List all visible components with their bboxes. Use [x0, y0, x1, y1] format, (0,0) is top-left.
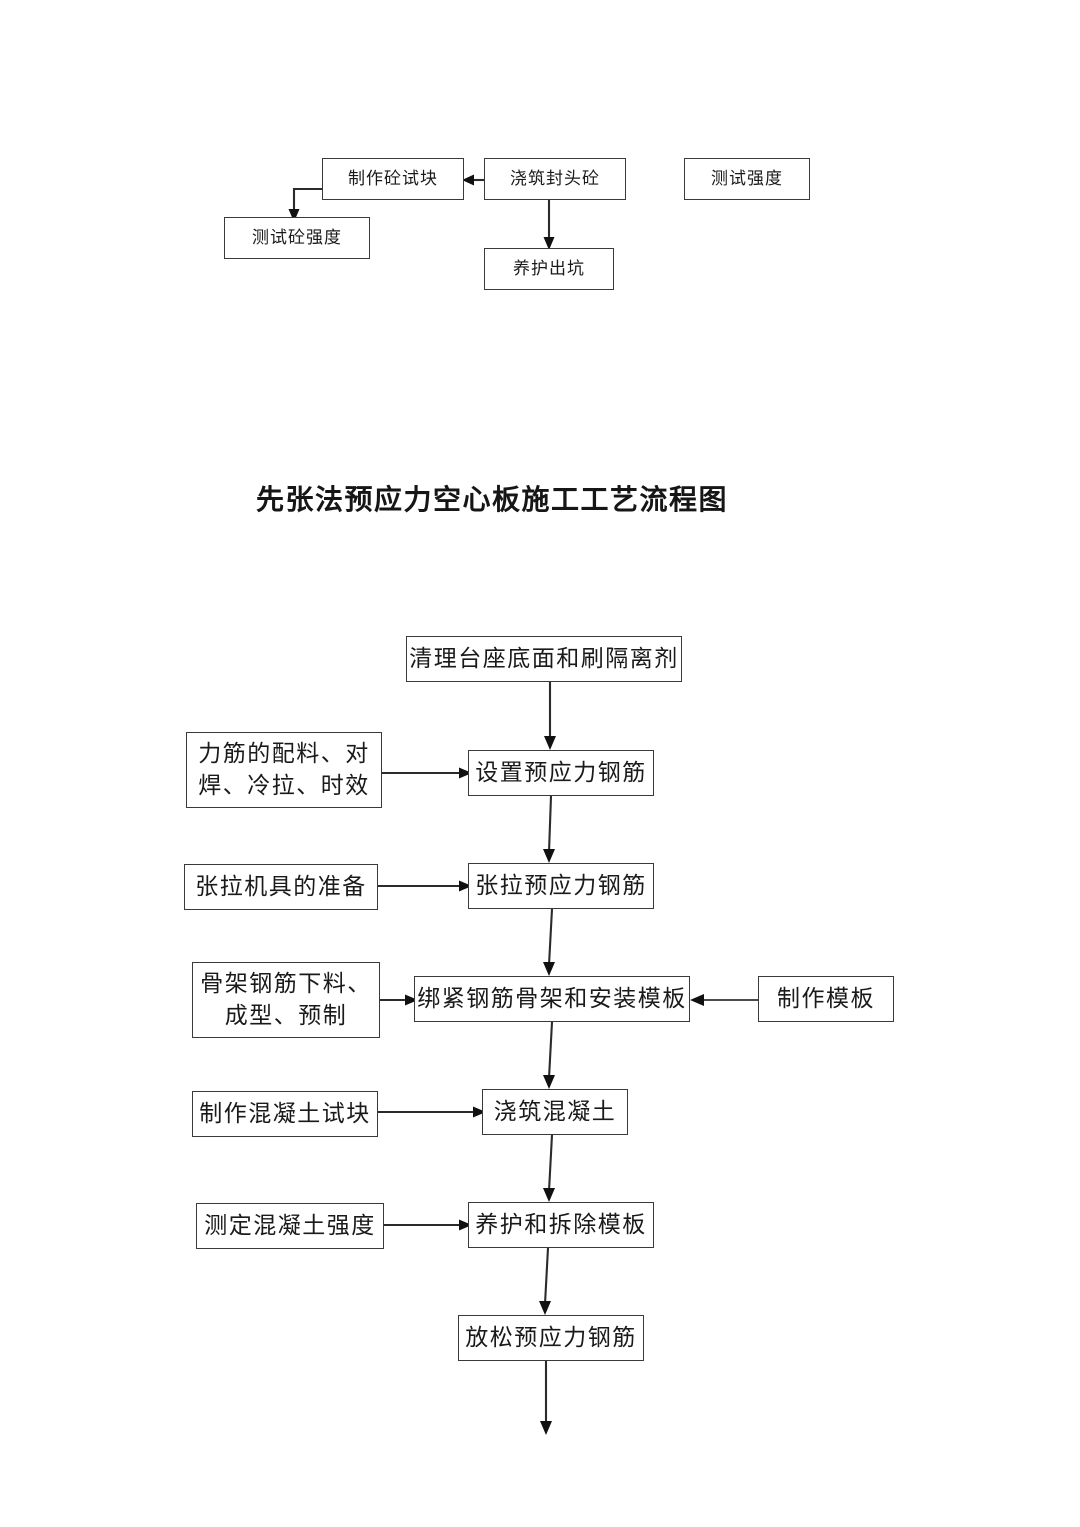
node-make-formwork: 制作模板 [758, 976, 894, 1022]
edge-make-formwork-to-tie-cage [688, 988, 760, 1012]
node-tension-equipment-prep: 张拉机具的准备 [184, 864, 378, 910]
edge-tension-to-tie-cage [538, 908, 564, 978]
edge-cure-to-release-rebar [534, 1247, 560, 1317]
edge-measure-strength-to-cure [384, 1213, 474, 1237]
node-tension-prestressed-rebar: 张拉预应力钢筋 [468, 863, 654, 909]
node-measure-concrete-strength: 测定混凝土强度 [196, 1203, 384, 1249]
edge-pour-to-curing-out-of-pit [538, 198, 562, 252]
node-pour-concrete: 浇筑混凝土 [482, 1089, 628, 1135]
edge-cage-cutting-to-tie-cage [380, 988, 420, 1012]
node-tie-rebar-cage-install-formwork: 绑紧钢筋骨架和安装模板 [414, 976, 690, 1022]
node-pour-end-sealing-concrete: 浇筑封头砼 [484, 158, 626, 200]
edge-make-sample-to-pour-concrete [378, 1100, 488, 1124]
edge-clean-to-set-rebar [538, 682, 564, 752]
page-title: 先张法预应力空心板施工工艺流程图 [256, 484, 729, 515]
node-make-concrete-sample: 制作混凝土试块 [192, 1091, 378, 1137]
edge-rebar-batching-to-set-rebar [382, 761, 474, 785]
node-cure-and-remove-formwork: 养护和拆除模板 [468, 1202, 654, 1248]
edge-make-test-block-to-test-strength [286, 178, 330, 224]
node-make-concrete-test-block: 制作砼试块 [322, 158, 464, 200]
node-rebar-batching-welding: 力筋的配料、对 焊、冷拉、时效 [186, 732, 382, 808]
node-test-strength: 测试强度 [684, 158, 810, 200]
edge-pour-concrete-to-cure [538, 1134, 564, 1204]
node-cage-rebar-cutting: 骨架钢筋下料、 成型、预制 [192, 962, 380, 1038]
edge-release-rebar-continues [534, 1361, 560, 1437]
node-test-concrete-strength: 测试砼强度 [224, 217, 370, 259]
edge-tension-prep-to-tension-rebar [378, 874, 474, 898]
node-release-prestressed-rebar: 放松预应力钢筋 [458, 1315, 644, 1361]
node-curing-out-of-pit: 养护出坑 [484, 248, 614, 290]
node-clean-pedestal: 清理台座底面和刷隔离剂 [406, 636, 682, 682]
edge-tie-cage-to-pour-concrete [538, 1021, 564, 1091]
node-set-prestressed-rebar: 设置预应力钢筋 [468, 750, 654, 796]
edge-set-to-tension-rebar [538, 795, 564, 865]
